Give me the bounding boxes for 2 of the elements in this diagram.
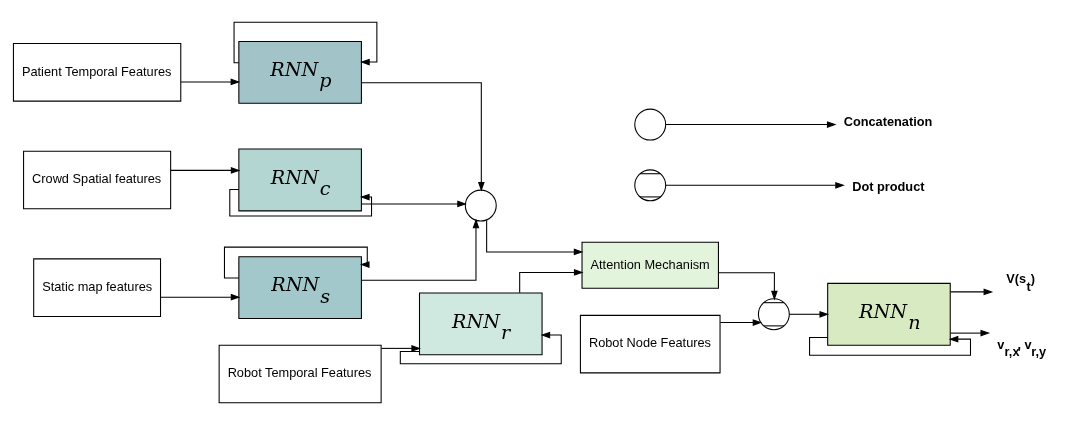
node-text: Dot product: [852, 178, 925, 194]
node-text: Concatenation: [843, 113, 933, 129]
